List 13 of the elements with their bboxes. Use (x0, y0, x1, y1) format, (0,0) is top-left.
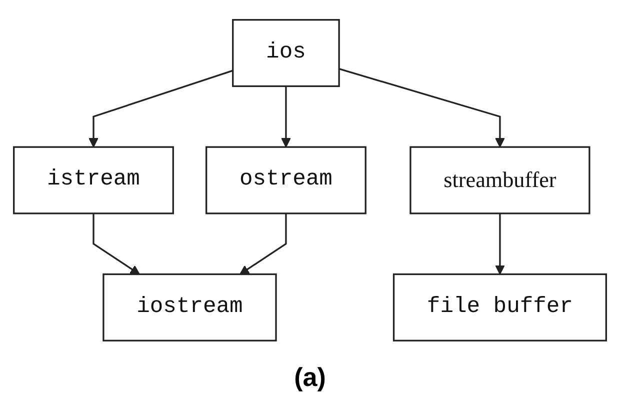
node-box: iostream (102, 273, 277, 342)
node-box: ios (232, 18, 340, 87)
node-box: ostream (205, 146, 366, 214)
node-box: file buffer (392, 273, 607, 342)
arrow (88, 70, 234, 148)
arrow (92, 213, 140, 274)
caption: (a) (294, 362, 326, 393)
node-box: streambuffer (410, 146, 590, 214)
arrow (495, 213, 505, 274)
arrow (338, 68, 505, 148)
arrow (240, 213, 287, 274)
arrow (281, 86, 291, 148)
node-box: istream (13, 146, 174, 214)
